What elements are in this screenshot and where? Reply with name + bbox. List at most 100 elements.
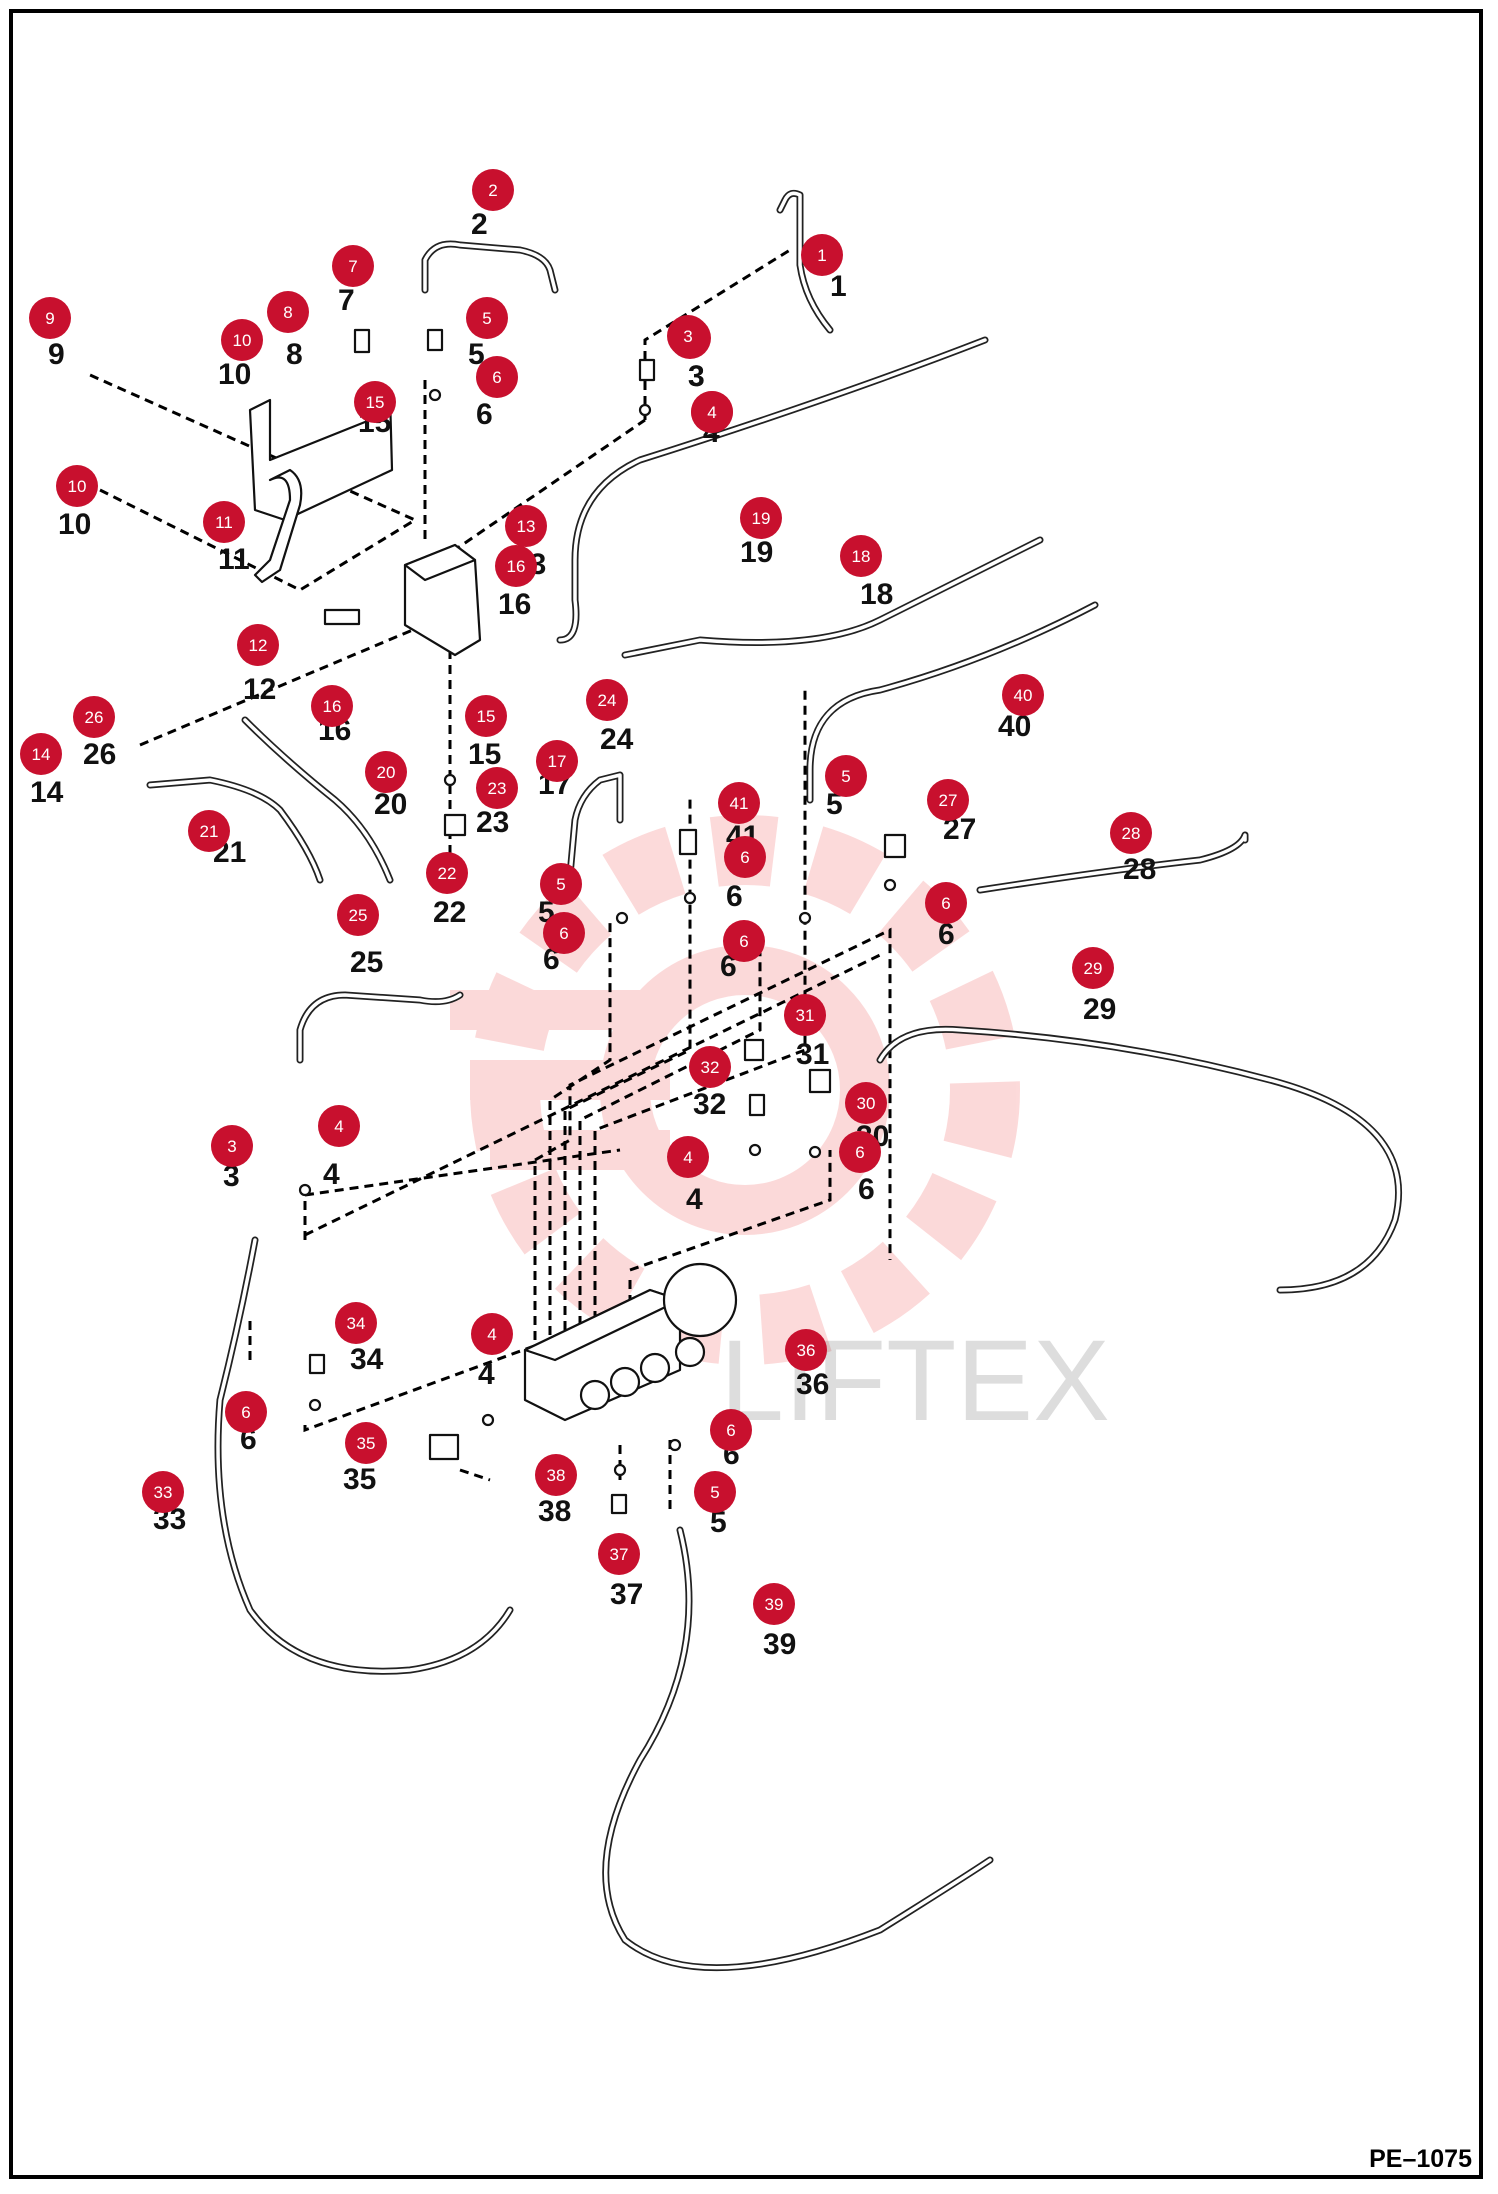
callout-number: 32: [701, 1058, 720, 1077]
callout-bubble[interactable]: 27: [927, 779, 969, 821]
callout-number: 40: [1014, 686, 1033, 705]
callout-bubble[interactable]: 7: [332, 245, 374, 287]
callout-bubble[interactable]: 4: [471, 1313, 513, 1355]
callout-bubble[interactable]: 3: [667, 315, 709, 357]
callout-circle: [785, 1329, 827, 1371]
callout-circle: [667, 315, 709, 357]
callout-bubble[interactable]: 29: [1072, 947, 1114, 989]
callout-number: 12: [249, 636, 268, 655]
callout-bubble[interactable]: 6: [925, 882, 967, 924]
callout-bubble[interactable]: 5: [694, 1471, 736, 1513]
callout-circle: [689, 1046, 731, 1088]
callout-number: 11: [215, 513, 233, 532]
callout-number: 6: [559, 924, 568, 943]
o-ring-6g: [308, 1398, 322, 1412]
callout-number: 5: [710, 1483, 719, 1502]
callout-number: 6: [492, 368, 501, 387]
callout-bubble[interactable]: 41: [718, 782, 760, 824]
part-number-label: 28: [1123, 853, 1156, 886]
callout-bubble[interactable]: 6: [225, 1391, 267, 1433]
callout-bubble[interactable]: 4: [691, 391, 733, 433]
fitting-30: [808, 1068, 832, 1094]
callout-circle: [784, 994, 826, 1036]
callout-number: 26: [85, 708, 104, 727]
part-number-label: 3: [688, 360, 705, 393]
callout-bubble[interactable]: 23: [476, 767, 518, 809]
callout-number: 7: [348, 257, 357, 276]
callout-bubble[interactable]: 2: [472, 169, 514, 211]
callout-bubble[interactable]: 22: [426, 852, 468, 894]
fitting-27: [883, 833, 907, 859]
callout-number: 29: [1084, 959, 1103, 978]
callout-bubble[interactable]: 4: [667, 1136, 709, 1178]
callout-number: 37: [610, 1545, 629, 1564]
callout-number: 6: [855, 1143, 864, 1162]
part-number-label: 10: [58, 508, 91, 541]
callout-number: 28: [1122, 824, 1141, 843]
callout-bubble[interactable]: 15: [354, 381, 396, 423]
callout-bubble[interactable]: 20: [365, 751, 407, 793]
callout-bubble[interactable]: 21: [188, 810, 230, 852]
callout-bubble[interactable]: 5: [540, 863, 582, 905]
callout-bubble[interactable]: 13: [505, 505, 547, 547]
page-code: PE–1075: [1369, 2145, 1472, 2173]
callout-bubble[interactable]: 40: [1002, 674, 1044, 716]
callout-number: 6: [941, 894, 950, 913]
callout-bubble[interactable]: 6: [839, 1131, 881, 1173]
callout-bubble[interactable]: 6: [476, 356, 518, 398]
callout-bubble[interactable]: 3: [211, 1125, 253, 1167]
callout-bubble[interactable]: 10: [221, 319, 263, 361]
callout-bubble[interactable]: 11: [203, 501, 245, 543]
callout-bubble[interactable]: 5: [825, 755, 867, 797]
callout-circle: [718, 782, 760, 824]
callout-circle: [476, 767, 518, 809]
callout-bubble[interactable]: 32: [689, 1046, 731, 1088]
callout-bubble[interactable]: 39: [753, 1583, 795, 1625]
part-number-label: 38: [538, 1495, 571, 1528]
callout-bubble[interactable]: 37: [598, 1533, 640, 1575]
callout-bubble[interactable]: 19: [740, 497, 782, 539]
callout-bubble[interactable]: 36: [785, 1329, 827, 1371]
callout-circle: [142, 1471, 184, 1513]
callout-circle: [318, 1105, 360, 1147]
callout-number: 10: [68, 477, 87, 496]
callout-bubble[interactable]: 9: [29, 297, 71, 339]
callout-bubble[interactable]: 12: [237, 624, 279, 666]
callout-bubble[interactable]: 16: [495, 545, 537, 587]
part-number-label: 6: [938, 918, 955, 951]
gauge: [662, 1262, 738, 1338]
callout-bubble[interactable]: 33: [142, 1471, 184, 1513]
part-number-label: 8: [286, 338, 303, 371]
callout-circle: [426, 852, 468, 894]
callout-bubble[interactable]: 8: [267, 291, 309, 333]
part-number-label: 3: [688, 360, 705, 393]
callout-bubble[interactable]: 6: [723, 920, 765, 962]
callout-bubble[interactable]: 15: [465, 695, 507, 737]
callout-bubble[interactable]: 6: [724, 836, 766, 878]
callout-bubble[interactable]: 1: [801, 234, 843, 276]
callout-bubble[interactable]: 30: [845, 1082, 887, 1124]
callout-circle: [845, 1082, 887, 1124]
callout-bubble[interactable]: 31: [784, 994, 826, 1036]
callout-bubble[interactable]: 35: [345, 1422, 387, 1464]
callout-bubble[interactable]: 10: [56, 465, 98, 507]
part-number-label: 2: [471, 208, 488, 241]
callout-bubble[interactable]: 25: [337, 894, 379, 936]
hoses: [146, 189, 1403, 1972]
callout-bubble[interactable]: 14: [20, 733, 62, 775]
callout-bubble[interactable]: 17: [536, 740, 578, 782]
callout-bubble[interactable]: 26: [73, 696, 115, 738]
callout-bubble[interactable]: 6: [543, 912, 585, 954]
callout-bubble[interactable]: 24: [586, 679, 628, 721]
callout-bubble[interactable]: 38: [535, 1454, 577, 1496]
callout-number: 9: [45, 309, 54, 328]
callout-bubble[interactable]: 28: [1110, 812, 1152, 854]
callout-bubble[interactable]: 6: [710, 1409, 752, 1451]
callout-bubble[interactable]: 34: [335, 1302, 377, 1344]
callout-number: 14: [32, 745, 51, 764]
callout-number: 6: [739, 932, 748, 951]
callout-bubble[interactable]: 18: [840, 535, 882, 577]
callout-bubble[interactable]: 16: [311, 685, 353, 727]
callout-bubble[interactable]: 5: [466, 297, 508, 339]
callout-bubble[interactable]: 4: [318, 1105, 360, 1147]
